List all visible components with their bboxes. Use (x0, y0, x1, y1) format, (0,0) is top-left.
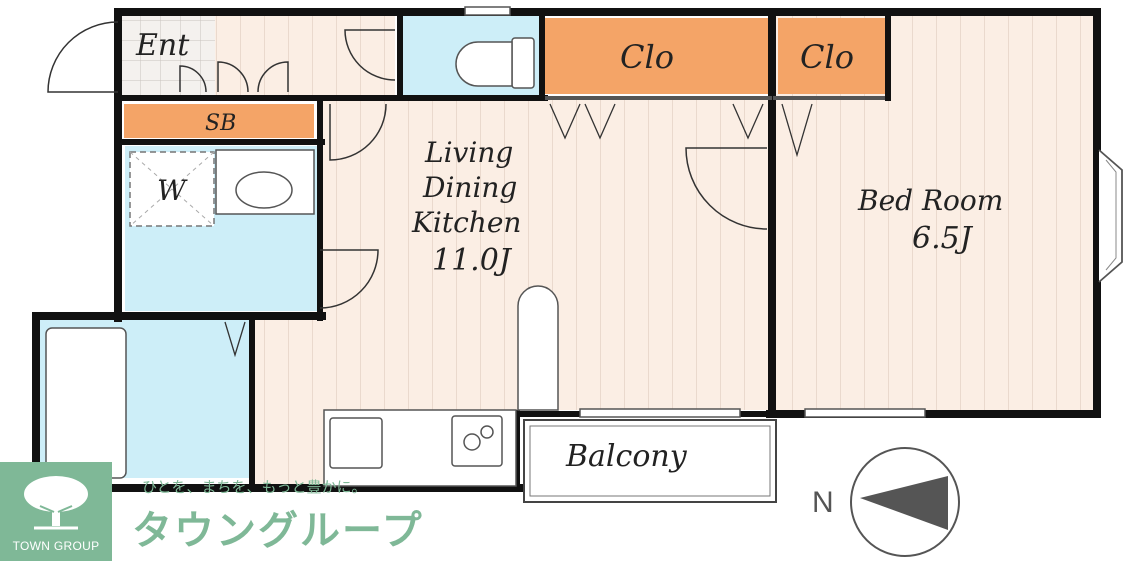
label-bedroom-size: 6.5J (912, 221, 974, 256)
bay-window (1098, 149, 1123, 283)
shoe-box (124, 104, 314, 138)
closet-1 (545, 18, 770, 94)
hall-floor (215, 14, 395, 96)
toilet-bowl (455, 41, 513, 87)
label-entrance: Ent (135, 28, 190, 63)
entrance-door (47, 21, 119, 93)
label-closet-2: Clo (800, 38, 854, 76)
brand-tagline: ひとを、まちを、もっと豊かに。 (142, 478, 367, 496)
label-closet-1: Clo (620, 38, 674, 76)
closet-2 (778, 18, 885, 94)
brand-block: ひとを、まちを、もっと豊かに。 タウングループ (120, 466, 480, 561)
label-ldk-kitchen: Kitchen (411, 206, 521, 239)
brand-wordmark: タウングループ (132, 508, 424, 554)
windows (464, 6, 926, 418)
tree-icon (24, 476, 88, 530)
compass-label: N (812, 486, 834, 519)
label-balcony: Balcony (565, 439, 688, 474)
kitchen-sink (329, 417, 383, 469)
ldk-floor-lower (255, 318, 325, 488)
logo-text: TOWN GROUP (12, 539, 100, 553)
label-shoe-box: SB (205, 111, 236, 136)
label-ldk-dining: Dining (422, 171, 517, 204)
compass-arrow-icon (860, 476, 948, 530)
label-ldk-size: 11.0J (432, 243, 513, 278)
stove (451, 415, 503, 467)
compass (850, 447, 960, 557)
walls (32, 8, 1101, 492)
label-bedroom: Bed Room (857, 184, 1003, 217)
toilet-tank (511, 37, 535, 89)
label-ldk-living: Living (424, 136, 513, 169)
fridge-space (517, 285, 559, 411)
brand-logo: TOWN GROUP (0, 462, 112, 561)
entrance-floor (120, 14, 215, 96)
balcony (523, 419, 777, 503)
label-washer: W (157, 174, 188, 207)
doors (179, 29, 768, 309)
bathtub (45, 327, 127, 479)
closet-door-markers (224, 103, 813, 358)
